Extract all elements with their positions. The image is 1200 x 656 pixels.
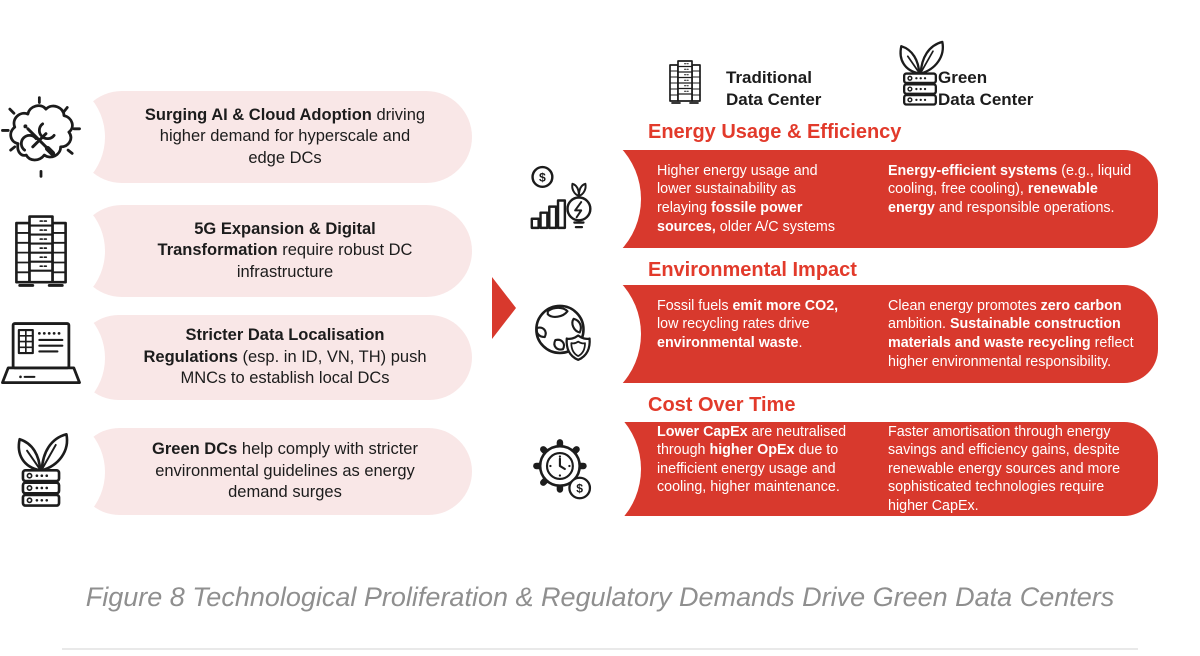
section-heading-environment: Environmental Impact <box>648 259 857 281</box>
green-server-leaf-icon <box>0 431 82 513</box>
traditional-text: Fossil fuels emit more CO2, low recyclin… <box>657 297 839 351</box>
ai-brain-tools-icon <box>0 96 82 178</box>
driver-text: 5G Expansion & Digital Transformation re… <box>157 219 413 281</box>
green-text: Energy-efficient systems (e.g., liquid c… <box>888 162 1132 216</box>
driver-bubble-green-dc: Green DCs help comply with stricter envi… <box>0 411 472 532</box>
section-heading-cost: Cost Over Time <box>648 394 796 416</box>
flow-arrow-icon <box>492 277 516 339</box>
traditional-text: Lower CapEx are neutralised through high… <box>657 423 847 496</box>
svg-text:$: $ <box>576 482 583 496</box>
comparison-bar-environment: Fossil fuels emit more CO2, low recyclin… <box>491 259 1158 409</box>
traditional-text: Higher energy usage and lower sustainabi… <box>657 162 835 235</box>
gear-clock-dollar-icon: $ <box>528 431 604 507</box>
comparison-bar-cost: $ Lower CapEx are neutralised through hi… <box>491 394 1158 544</box>
driver-text: Surging AI & Cloud Adoption driving high… <box>144 105 426 167</box>
driver-text: Stricter Data Localisation Regulations (… <box>143 326 427 388</box>
driver-bubble-ai: Surging AI & Cloud Adoption driving high… <box>0 77 472 197</box>
traditional-data-center-icon <box>660 54 710 110</box>
green-text: Faster amortisation through energy savin… <box>888 423 1121 514</box>
figure-caption: Figure 8 Technological Proliferation & R… <box>85 582 1115 612</box>
svg-text:$: $ <box>539 171 546 185</box>
server-racks-icon <box>0 210 82 292</box>
laptop-data-icon <box>0 317 82 399</box>
money-growth-bulb-icon: $ <box>528 161 604 237</box>
legend-label-green: Green Data Center <box>938 68 1034 110</box>
driver-bubble-regulations: Stricter Data Localisation Regulations (… <box>0 297 472 418</box>
icon-cutout <box>491 124 641 274</box>
driver-text: Green DCs help comply with stricter envi… <box>152 440 418 502</box>
bottom-divider <box>62 648 1138 650</box>
icon-cutout <box>491 259 641 409</box>
legend-label-traditional: Traditional Data Center <box>726 68 822 110</box>
green-data-center-icon <box>884 38 956 112</box>
globe-shield-icon <box>528 296 604 372</box>
comparison-bar-energy: $ Higher energy usage and lower sustaina… <box>491 124 1158 274</box>
icon-cutout <box>0 297 105 418</box>
section-heading-energy: Energy Usage & Efficiency <box>648 121 902 143</box>
green-text: Clean energy promotes zero carbon ambiti… <box>888 297 1134 370</box>
driver-bubble-5g: 5G Expansion & Digital Transformation re… <box>0 191 472 311</box>
